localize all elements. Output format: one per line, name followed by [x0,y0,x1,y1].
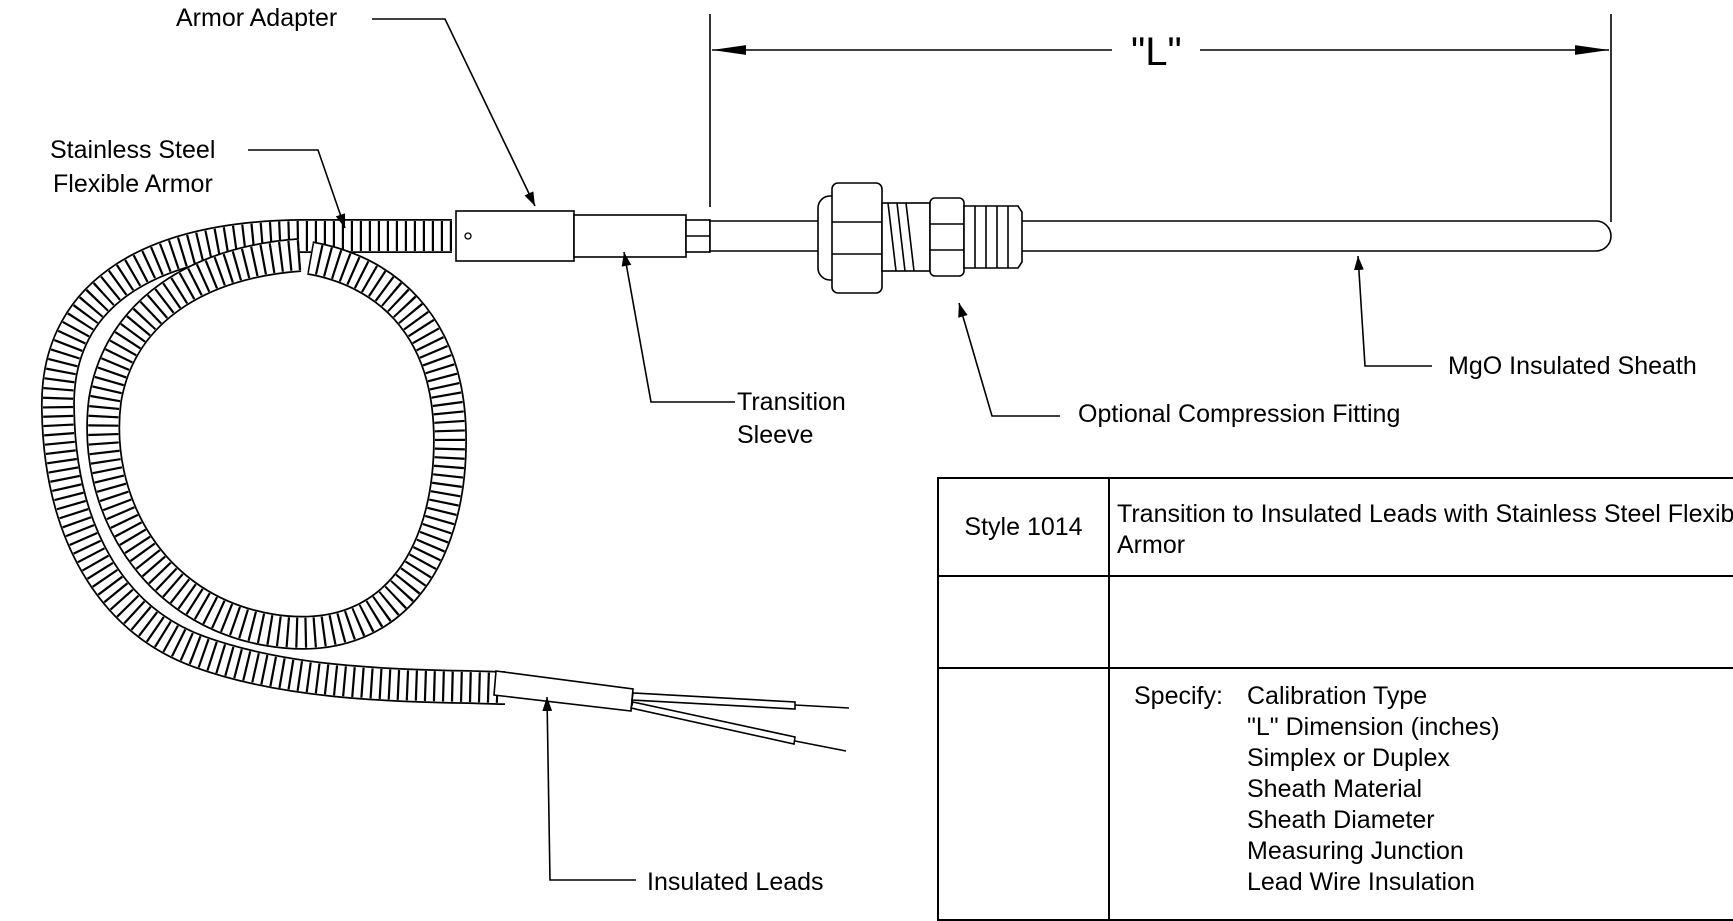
specify-item: Sheath Material [1247,775,1423,803]
flexible-armor [40,219,505,705]
insulated-leads-label: Insulated Leads [647,868,824,895]
specify-label: Specify: [1134,682,1223,710]
transition-sleeve-label-line2: Sleeve [737,421,813,449]
specify-item: Measuring Junction [1247,837,1464,865]
spec-cell-left [937,667,1110,921]
specify-item: Simplex or Duplex [1247,744,1450,772]
transition-sleeve-label-line1: Transition [737,388,846,416]
leader-lines [248,18,1432,881]
spec-cell-right: Specify: Calibration Type "L" Dimension … [1108,667,1733,921]
blank-cell-right [1108,575,1733,669]
mgo-sheath-label: MgO Insulated Sheath [1448,352,1697,380]
specify-item: Lead Wire Insulation [1247,868,1475,896]
blank-cell-left [937,575,1110,669]
title-cell: Transition to Insulated Leads with Stain… [1108,477,1733,577]
specify-item: Sheath Diameter [1247,806,1435,834]
insulated-leads [493,670,850,752]
spec-table: Style 1014 Transition to Insulated Leads… [937,477,1733,921]
thermocouple-drawing: "L" Armor Adapter Stainless Steel Flexib… [40,4,1697,895]
style-cell: Style 1014 [937,477,1110,577]
armor-adapter-label: Armor Adapter [176,4,337,32]
stainless-steel-label-line2: Flexible Armor [53,170,213,198]
compression-fitting [817,182,1023,294]
title-line2: Armor [1117,531,1186,559]
specify-item: Calibration Type [1247,682,1428,710]
title-line1: Transition to Insulated Leads with Stain… [1117,500,1733,528]
armor-adapter [455,210,575,262]
specify-list: Calibration Type "L" Dimension (inches) … [1247,681,1500,898]
transition-sleeve [573,214,711,258]
dimension-l: "L" [709,14,1612,222]
optional-fitting-label: Optional Compression Fitting [1078,400,1400,428]
stainless-steel-label-line1: Stainless Steel [50,136,215,164]
dimension-l-label: "L" [1131,30,1182,74]
style-label: Style 1014 [964,512,1083,541]
specify-item: "L" Dimension (inches) [1247,713,1500,741]
